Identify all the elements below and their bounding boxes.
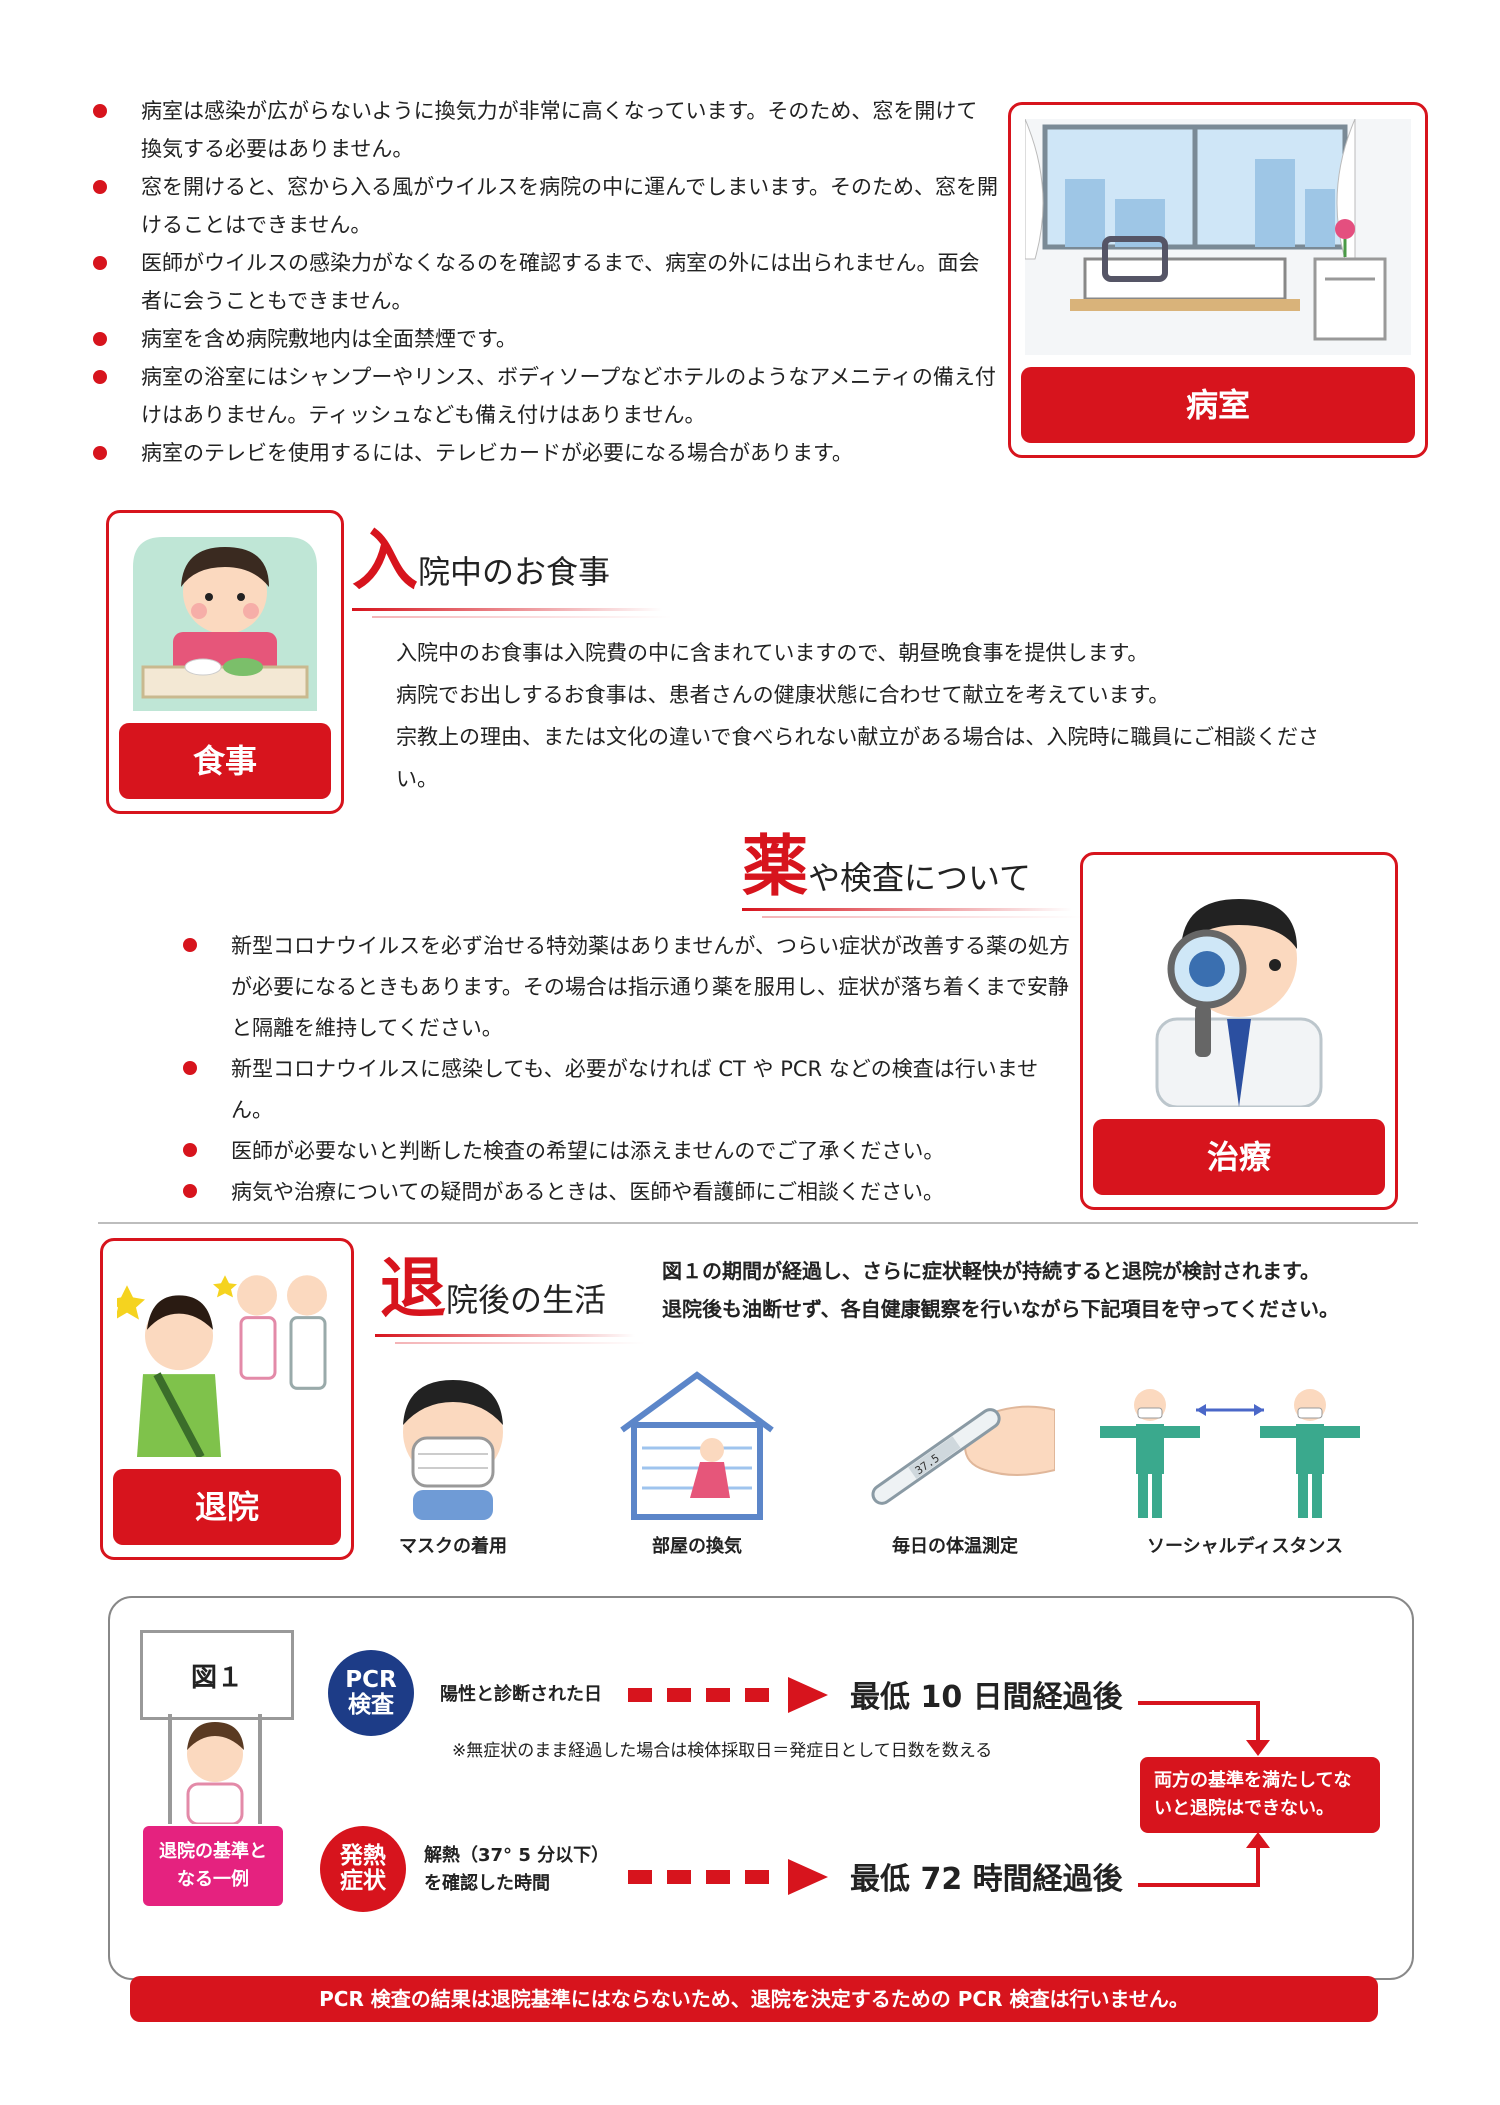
fever-condition: 解熱（37° 5 分以下） を確認した時間	[424, 1845, 610, 1894]
connector-bottom-arrow-icon	[1246, 1832, 1270, 1848]
nurse-holding-sign-illustration	[150, 1714, 280, 1826]
ventilation-illustration-icon	[612, 1370, 782, 1520]
fever-arrow-head-icon	[788, 1859, 828, 1895]
fever-result: 最低 72 時間経過後	[850, 1862, 1123, 1897]
connector-top-vertical	[1256, 1701, 1260, 1743]
figure-tag: 退院の基準となる一例	[143, 1826, 283, 1906]
meal-heading-underline-2	[372, 616, 672, 618]
meal-heading-initial: 入	[352, 522, 418, 599]
list-item: 病気や治療についての疑問があるときは、医師や看護師にご相談ください。	[183, 1172, 1073, 1213]
discharge-card-label: 退院	[113, 1469, 341, 1545]
meal-card: 食事	[106, 510, 344, 814]
medicine-heading: 薬や検査について	[742, 834, 1031, 900]
medicine-heading-initial: 薬	[742, 828, 808, 905]
discharge-note-line: 退院後も油断せず、各自健康観察を行いながら下記項目を守ってください。	[662, 1297, 1339, 1321]
fever-dashed-arrow	[628, 1869, 828, 1884]
list-item: 新型コロナウイルスに感染しても、必要がなければ CT や PCR などの検査は行…	[183, 1049, 1073, 1131]
icon-caption-ventilation: 部屋の換気	[652, 1536, 742, 1557]
meal-paragraph: 入院中のお食事は入院費の中に含まれていますので、朝昼晩食事を提供します。	[396, 641, 1149, 665]
meal-heading: 入院中のお食事	[352, 528, 610, 594]
list-item: 病室の浴室にはシャンプーやリンス、ボディソープなどホテルのようなアメニティの備え…	[93, 358, 998, 434]
room-card-label: 病室	[1021, 367, 1415, 443]
meal-heading-underline	[352, 608, 662, 611]
meal-card-label: 食事	[119, 723, 331, 799]
hospital-room-illustration	[1024, 118, 1411, 355]
discharge-heading-rest: 院後の生活	[446, 1281, 607, 1319]
discharge-heading-initial: 退	[380, 1250, 446, 1327]
figure-sign-text: 図１	[190, 1662, 243, 1693]
meal-heading-rest: 院中のお食事	[418, 553, 611, 591]
section-divider	[98, 1222, 1418, 1224]
list-item: 窓を開けると、窓から入る風がウイルスを病院の中に運んでしまいます。そのため、窓を…	[93, 168, 998, 244]
room-card: 病室	[1008, 102, 1428, 458]
medicine-heading-underline-2	[762, 916, 1082, 918]
doctor-magnifier-illustration	[1097, 869, 1381, 1109]
meal-paragraph: 病院でお出しするお食事は、患者さんの健康状態に合わせて献立を考えています。	[396, 683, 1170, 707]
figure-footer-banner: PCR 検査の結果は退院基準にはならないため、退院を決定するための PCR 検査…	[130, 1976, 1378, 2022]
list-item: 病室を含め病院敷地内は全面禁煙です。	[93, 320, 998, 358]
list-item: 新型コロナウイルスを必ず治せる特効薬はありませんが、つらい症状が改善する薬の処方…	[183, 926, 1073, 1049]
meal-paragraph: 宗教上の理由、または文化の違いで食べられない献立がある場合は、入院時に職員にご相…	[396, 725, 1319, 791]
room-rules-list: 病室は感染が広がらないように換気力が非常に高くなっています。そのため、窓を開けて…	[93, 92, 998, 472]
pcr-note: ※無症状のまま経過した場合は検体採取日＝発症日として日数を数える	[452, 1741, 993, 1761]
social-distance-illustration-icon	[1100, 1380, 1360, 1520]
discharge-heading: 退院後の生活	[380, 1256, 606, 1322]
treatment-card: 治療	[1080, 852, 1398, 1210]
pcr-result: 最低 10 日間経過後	[850, 1680, 1123, 1715]
connector-bottom-horizontal	[1138, 1883, 1260, 1887]
pcr-condition: 陽性と診断された日	[440, 1684, 602, 1705]
discharge-note-line: 図１の期間が経過し、さらに症状軽快が持続すると退院が検討されます。	[662, 1259, 1320, 1283]
connector-top-arrow-icon	[1246, 1740, 1270, 1756]
thermometer-illustration-icon: 37.5	[855, 1380, 1056, 1520]
discharge-celebration-illustration	[109, 1255, 337, 1459]
fever-circle: 発熱症状	[320, 1826, 406, 1912]
medicine-heading-underline	[742, 908, 1072, 911]
pcr-dashed-arrow	[628, 1687, 828, 1702]
meal-paragraphs: 入院中のお食事は入院費の中に含まれていますので、朝昼晩食事を提供します。 病院で…	[396, 632, 1356, 800]
icon-caption-temperature: 毎日の体温測定	[892, 1536, 1018, 1557]
icon-caption-distance: ソーシャルディスタンス	[1146, 1536, 1344, 1557]
list-item: 医師が必要ないと判断した検査の希望には添えませんのでご了承ください。	[183, 1131, 1073, 1172]
discharge-heading-underline	[375, 1334, 635, 1337]
connector-bottom-vertical	[1256, 1846, 1260, 1887]
list-item: 病室は感染が広がらないように換気力が非常に高くなっています。そのため、窓を開けて…	[93, 92, 998, 168]
icon-caption-mask: マスクの着用	[399, 1536, 507, 1557]
list-item: 病室のテレビを使用するには、テレビカードが必要になる場合があります。	[93, 434, 998, 472]
pcr-arrow-head-icon	[788, 1677, 828, 1713]
treatment-card-label: 治療	[1093, 1119, 1385, 1195]
pcr-circle: PCR検査	[328, 1650, 414, 1736]
both-criteria-box: 両方の基準を満たしてないと退院はできない。	[1140, 1757, 1380, 1833]
connector-top-horizontal	[1138, 1701, 1258, 1705]
medicine-heading-rest: や検査について	[808, 859, 1032, 897]
discharge-heading-underline-2	[395, 1342, 645, 1344]
figure-sign-board: 図１	[140, 1630, 294, 1720]
discharge-note: 図１の期間が経過し、さらに症状軽快が持続すると退院が検討されます。 退院後も油断…	[662, 1252, 1442, 1328]
discharge-card: 退院	[100, 1238, 354, 1560]
mask-illustration-icon	[388, 1370, 518, 1520]
patient-eating-illustration	[123, 527, 327, 711]
medicine-list: 新型コロナウイルスを必ず治せる特効薬はありませんが、つらい症状が改善する薬の処方…	[183, 926, 1073, 1213]
list-item: 医師がウイルスの感染力がなくなるのを確認するまで、病室の外には出られません。面会…	[93, 244, 998, 320]
